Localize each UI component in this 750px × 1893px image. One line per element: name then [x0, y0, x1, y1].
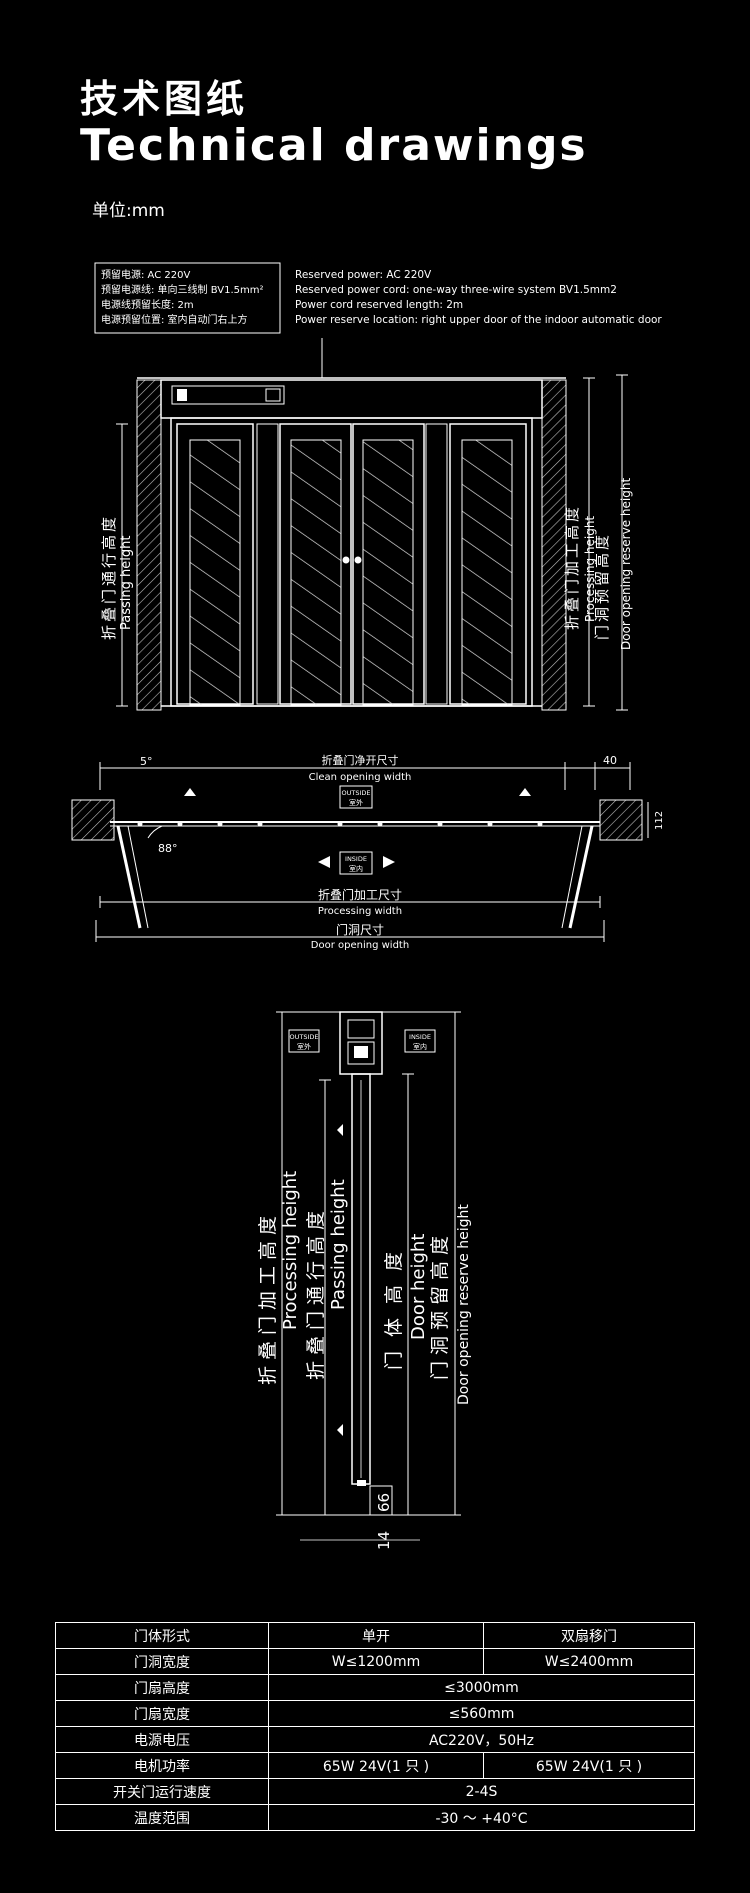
section-outside-badge — [288, 1029, 320, 1053]
section-operator — [339, 1011, 383, 1075]
right-wall — [541, 379, 567, 711]
front-right-label1-en: Processing height — [583, 516, 597, 622]
section-reserve-en: Door opening reserve height — [456, 1204, 472, 1405]
plan-proc-en: Processing width — [318, 906, 402, 917]
section-pass-en: Passing height — [328, 1179, 349, 1310]
spec-value-double: W≤2400mm — [483, 1648, 695, 1675]
table-row: 温度范围 -30 ～ +40°C — [55, 1804, 695, 1831]
power-note-en-3: Power cord reserved length: 2m — [295, 299, 463, 311]
spec-value: -30 ～ +40°C — [268, 1804, 695, 1831]
table-row: 电源电压 AC220V，50Hz — [55, 1726, 695, 1753]
plan-angle-swing: 88° — [158, 842, 178, 855]
section-proc-en: Processing height — [280, 1171, 301, 1330]
page-title-en: Technical drawings — [80, 120, 588, 171]
section-door-cn: 门体高度 — [383, 1238, 405, 1370]
power-note-cn-2: 预留电源线: 单向三线制 BV1.5mm² — [101, 283, 264, 296]
plan-left-wall — [71, 799, 115, 841]
front-right-label2-cn: 门洞预留高度 — [593, 532, 611, 640]
front-right-label2-en: Door opening reserve height — [619, 478, 633, 650]
unit-label: 单位:mm — [92, 201, 165, 221]
spec-value-double: 65W 24V(1 只 ) — [483, 1752, 695, 1779]
table-row: 门扇高度 ≤3000mm — [55, 1674, 695, 1701]
section-door-en: Door height — [408, 1234, 429, 1340]
spec-value-double: 双扇移门 — [483, 1622, 695, 1649]
spec-label: 温度范围 — [55, 1804, 269, 1831]
plan-proc-cn: 折叠门加工尺寸 — [318, 887, 402, 902]
plan-outside-en: OUTSIDE — [342, 789, 371, 797]
spec-label: 电源电压 — [55, 1726, 269, 1753]
plan-clean-cn: 折叠门净开尺寸 — [322, 753, 399, 767]
plan-outside-badge — [339, 785, 373, 809]
front-right-label1-cn: 折叠门加工高度 — [563, 504, 581, 630]
section-pass-cn: 折叠门通行高度 — [305, 1205, 327, 1380]
plan-inside-en: INSIDE — [345, 855, 367, 863]
spec-label: 门洞宽度 — [55, 1648, 269, 1675]
door-leaves — [176, 423, 527, 706]
section-inside-en: INSIDE — [409, 1033, 431, 1041]
power-box — [171, 385, 285, 405]
section-outside-cn: 室外 — [297, 1042, 311, 1051]
spec-label: 电机功率 — [55, 1752, 269, 1779]
spec-label: 开关门运行速度 — [55, 1778, 269, 1805]
plan-opening-en: Door opening width — [311, 940, 409, 951]
plan-clean-en: Clean opening width — [309, 772, 412, 783]
section-dim-14: 14 — [375, 1531, 393, 1550]
plan-inside-cn: 室内 — [349, 864, 363, 873]
section-proc-cn: 折叠门加工高度 — [257, 1210, 279, 1385]
spec-table: 门体形式 单开 双扇移门 门洞宽度 W≤1200mm W≤2400mm 门扇高度… — [55, 1622, 695, 1831]
spec-value-single: 单开 — [268, 1622, 484, 1649]
spec-value: ≤560mm — [268, 1700, 695, 1727]
plan-right-wall — [599, 799, 643, 841]
plan-view-drawing: 5° 40 折叠门净开尺寸 Clean opening width 112 88… — [71, 753, 665, 951]
plan-dim-112: 112 — [654, 811, 665, 830]
plan-inside-badge — [339, 851, 373, 875]
table-row: 门扇宽度 ≤560mm — [55, 1700, 695, 1727]
power-note-en-2: Reserved power cord: one-way three-wire … — [295, 284, 617, 296]
power-note-cn-3: 电源线预留长度: 2m — [101, 298, 194, 311]
spec-value-single: W≤1200mm — [268, 1648, 484, 1675]
table-row: 门洞宽度 W≤1200mm W≤2400mm — [55, 1648, 695, 1675]
spec-value-single: 65W 24V(1 只 ) — [268, 1752, 484, 1779]
power-note-cn-1: 预留电源: AC 220V — [101, 268, 190, 281]
section-outside-en: OUTSIDE — [290, 1033, 319, 1041]
plan-outside-cn: 室外 — [349, 798, 363, 807]
spec-value: AC220V，50Hz — [268, 1726, 695, 1753]
spec-value: ≤3000mm — [268, 1674, 695, 1701]
left-wall — [136, 379, 162, 711]
section-view-drawing: OUTSIDE 室外 INSIDE 室内 66 14 折叠门加工高度 Proce… — [257, 1011, 472, 1550]
section-reserve-cn: 门洞预留高度 — [429, 1230, 451, 1380]
table-row: 门体形式 单开 双扇移门 — [55, 1622, 695, 1649]
power-note-en-1: Reserved power: AC 220V — [295, 269, 432, 281]
page-title-cn: 技术图纸 — [80, 77, 249, 121]
plan-angle-top: 5° — [140, 755, 153, 768]
spec-label: 门体形式 — [55, 1622, 269, 1649]
section-inside-cn: 室内 — [413, 1042, 427, 1051]
spec-value: 2-4S — [268, 1778, 695, 1805]
power-note-en-4: Power reserve location: right upper door… — [295, 314, 662, 326]
power-notes-box — [94, 262, 281, 334]
spec-label: 门扇高度 — [55, 1674, 269, 1701]
plan-opening-cn: 门洞尺寸 — [336, 922, 384, 937]
table-row: 电机功率 65W 24V(1 只 ) 65W 24V(1 只 ) — [55, 1752, 695, 1779]
table-row: 开关门运行速度 2-4S — [55, 1778, 695, 1805]
front-left-label-en: Passing height — [119, 536, 134, 630]
power-note-cn-4: 电源预留位置: 室内自动门右上方 — [101, 313, 248, 326]
front-elevation-drawing: 预留电源: AC 220V 预留电源线: 单向三线制 BV1.5mm² 电源线预… — [94, 262, 662, 711]
section-dim-66: 66 — [375, 1493, 393, 1512]
spec-label: 门扇宽度 — [55, 1700, 269, 1727]
plan-dim-40: 40 — [603, 754, 617, 767]
front-left-label-cn: 折叠门通行高度 — [100, 514, 118, 640]
section-inside-badge — [404, 1029, 436, 1053]
